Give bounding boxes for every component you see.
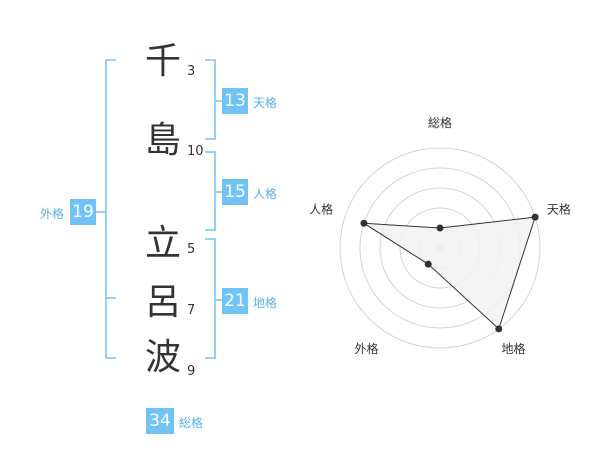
chikaku-bracket bbox=[205, 238, 216, 359]
chikaku-label: 地格 bbox=[253, 296, 278, 310]
radar-axis-label-3: 地格 bbox=[501, 341, 525, 356]
tenkaku-bracket bbox=[205, 59, 216, 140]
soukaku-badge: 34 bbox=[146, 408, 174, 434]
name-char-1: 千 bbox=[144, 41, 181, 82]
radar-point-3 bbox=[495, 325, 503, 333]
stroke-count-4: 7 bbox=[187, 303, 196, 318]
jinkaku-bracket bbox=[205, 151, 216, 231]
jinkaku-badge: 15 bbox=[222, 179, 248, 205]
tenkaku-badge: 13 bbox=[222, 88, 248, 114]
gaikaku-bracket bbox=[105, 59, 116, 359]
tenkaku-label: 天格 bbox=[253, 96, 278, 110]
gaikaku-badge: 19 bbox=[70, 199, 96, 225]
name-char-2: 島 bbox=[144, 120, 181, 161]
stroke-count-5: 9 bbox=[187, 364, 196, 379]
radar-point-5 bbox=[360, 219, 368, 227]
radar-point-2 bbox=[531, 213, 539, 221]
jinkaku-label: 人格 bbox=[253, 187, 278, 201]
gaikaku-label: 外格 bbox=[40, 207, 65, 221]
stroke-count-1: 3 bbox=[187, 64, 196, 79]
stroke-count-2: 10 bbox=[187, 144, 204, 159]
radar-axis-label-2: 天格 bbox=[547, 201, 571, 216]
radar-axis-label-1: 総格 bbox=[428, 115, 452, 130]
name-char-3: 立 bbox=[144, 223, 181, 264]
soukaku-label: 総格 bbox=[179, 416, 204, 430]
stroke-count-3: 5 bbox=[187, 242, 196, 257]
radar-point-4 bbox=[424, 260, 432, 268]
radar-axis-label-4: 外格 bbox=[355, 341, 379, 356]
name-char-4: 呂 bbox=[144, 282, 181, 323]
radar-point-1 bbox=[436, 224, 444, 232]
chikaku-badge: 21 bbox=[222, 288, 248, 314]
radar-axis-label-5: 人格 bbox=[309, 201, 333, 216]
name-char-5: 波 bbox=[144, 337, 181, 378]
radar-ring bbox=[339, 147, 541, 349]
radar-score-area bbox=[363, 216, 536, 330]
